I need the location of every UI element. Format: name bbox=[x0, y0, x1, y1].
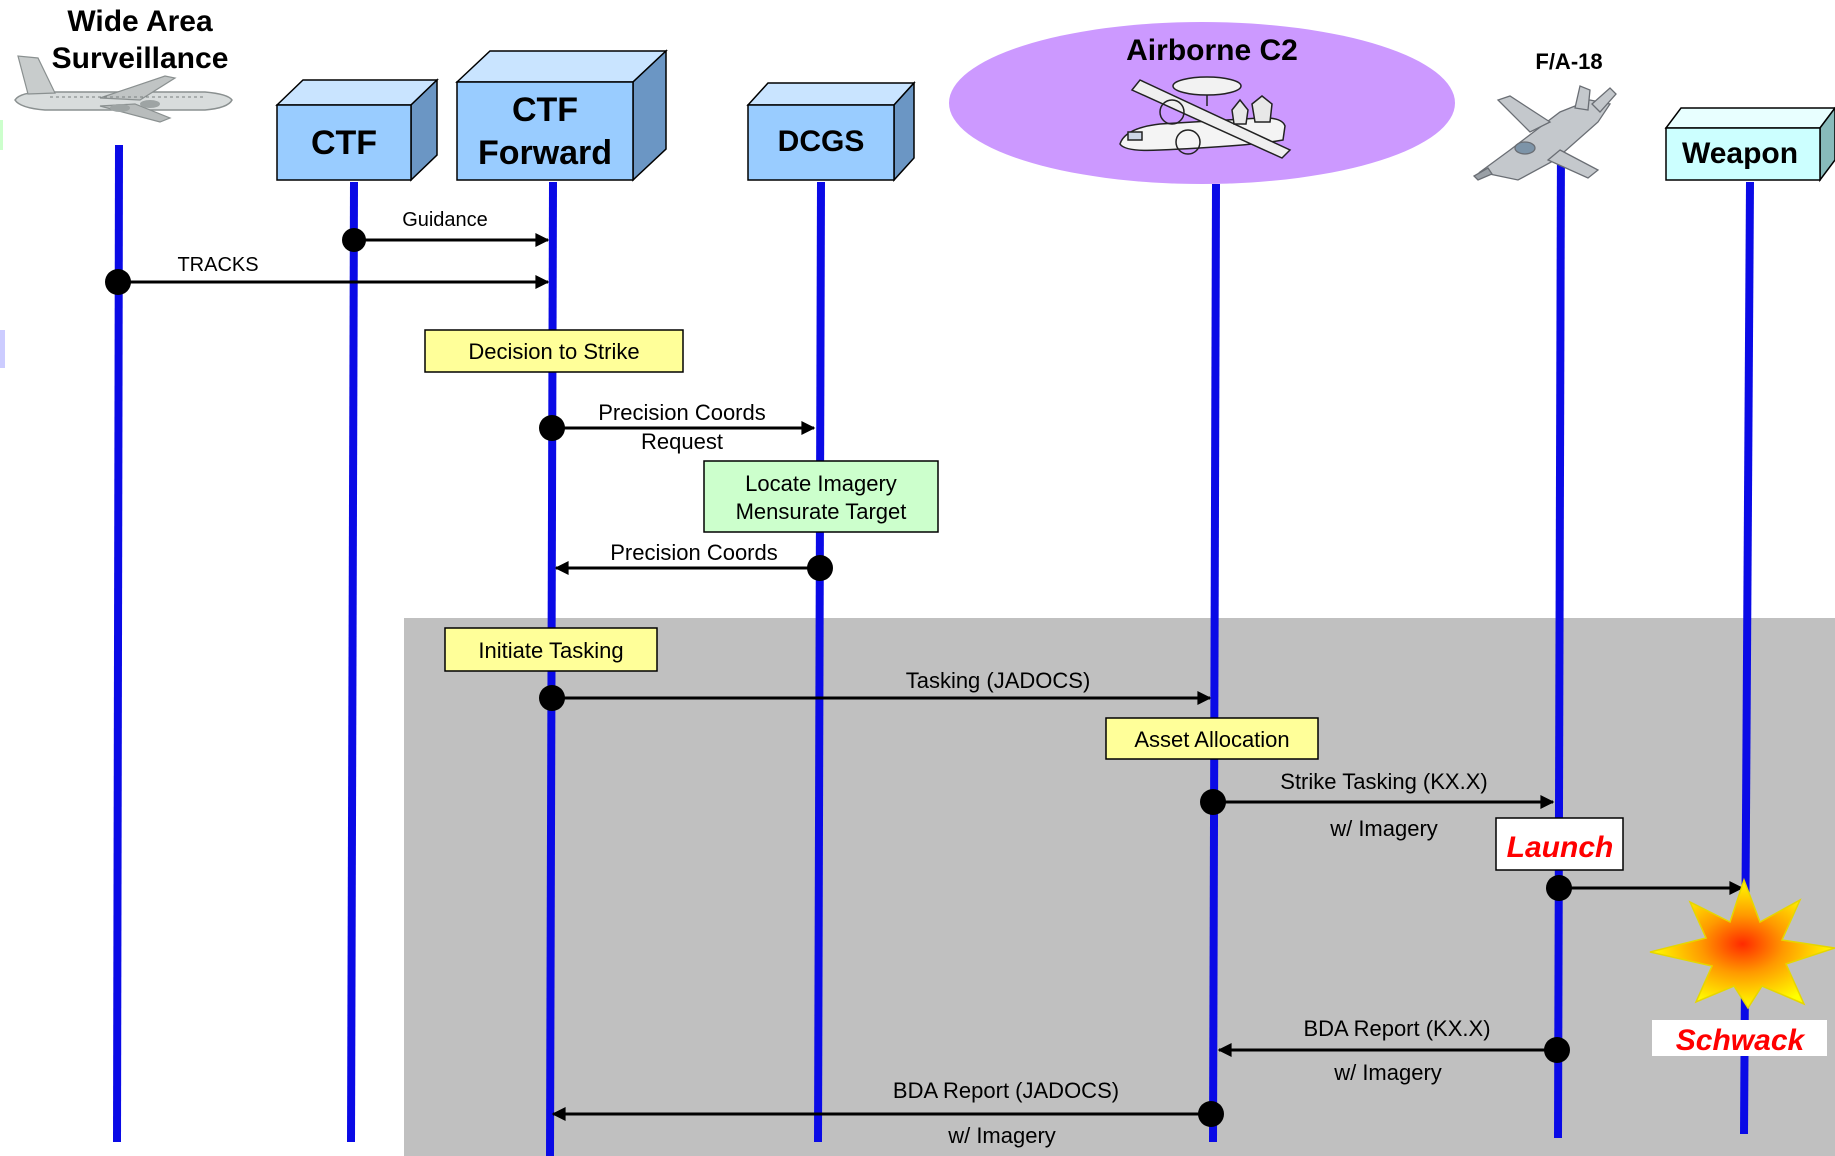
participant-ctf-forward: CTF Forward bbox=[455, 49, 668, 182]
fa18-label: F/A-18 bbox=[1535, 49, 1602, 74]
airborne-c2-label: Airborne C2 bbox=[1126, 34, 1298, 67]
schwack-label: Schwack bbox=[1676, 1024, 1806, 1057]
explosion-icon bbox=[1649, 877, 1835, 1010]
precision-request-label-line1: Precision Coords bbox=[598, 400, 766, 425]
strike-tasking-label: Strike Tasking (KX.X) bbox=[1280, 769, 1487, 794]
weapon-label: Weapon bbox=[1682, 137, 1798, 170]
bda-kx-sublabel: w/ Imagery bbox=[1333, 1060, 1442, 1085]
bda-jadocs-label: BDA Report (JADOCS) bbox=[893, 1078, 1119, 1103]
precision-request-label-line2: Request bbox=[641, 429, 723, 454]
ctf-forward-label-line2: Forward bbox=[478, 134, 612, 172]
event-launch: Launch bbox=[1495, 817, 1624, 871]
lifeline-wide-area bbox=[113, 144, 123, 1143]
launch-label: Launch bbox=[1507, 831, 1614, 864]
awacs-aircraft-icon bbox=[1119, 76, 1292, 159]
guidance-label: Guidance bbox=[402, 209, 488, 231]
message-bda-jadocs: BDA Report (JADOCS) w/ Imagery bbox=[551, 1078, 1224, 1148]
fighter-jet-icon bbox=[1472, 85, 1617, 181]
lifeline-dcgs bbox=[814, 181, 825, 1143]
activity-decision-to-strike: Decision to Strike bbox=[424, 329, 684, 373]
activity-initiate-tasking: Initiate Tasking bbox=[444, 627, 658, 672]
dcgs-label: DCGS bbox=[778, 125, 865, 158]
ctf-label: CTF bbox=[311, 124, 377, 162]
event-schwack: Schwack bbox=[1652, 1020, 1827, 1057]
locate-label-line1: Locate Imagery bbox=[745, 471, 897, 496]
message-tasking-jadocs: Tasking (JADOCS) bbox=[539, 668, 1212, 711]
message-tracks: TRACKS bbox=[105, 254, 550, 295]
wide-area-label-line2: Surveillance bbox=[52, 42, 229, 75]
message-launch-weapon bbox=[1546, 875, 1744, 901]
locate-label-line2: Mensurate Target bbox=[736, 499, 907, 524]
participant-weapon: Weapon bbox=[1664, 106, 1835, 183]
surveillance-aircraft-icon bbox=[14, 55, 233, 123]
activity-asset-allocation: Asset Allocation bbox=[1105, 717, 1319, 760]
message-strike-tasking: Strike Tasking (KX.X) w/ Imagery bbox=[1200, 769, 1555, 841]
initiate-label: Initiate Tasking bbox=[478, 638, 623, 663]
asset-label: Asset Allocation bbox=[1134, 727, 1289, 752]
edge-marker-green bbox=[0, 120, 3, 150]
lifelines bbox=[113, 139, 1754, 1156]
message-bda-kx: BDA Report (KX.X) w/ Imagery bbox=[1217, 1016, 1570, 1085]
participant-dcgs: DCGS bbox=[746, 81, 916, 182]
precision-coords-label: Precision Coords bbox=[610, 540, 778, 565]
lifeline-fa18 bbox=[1554, 139, 1565, 1139]
decision-label: Decision to Strike bbox=[468, 339, 639, 364]
wide-area-label-line1: Wide Area bbox=[67, 5, 213, 38]
lifeline-ctf bbox=[347, 181, 358, 1143]
tracks-label: TRACKS bbox=[177, 254, 258, 276]
tasking-label: Tasking (JADOCS) bbox=[906, 668, 1091, 693]
lifeline-airborne-c2 bbox=[1209, 183, 1220, 1143]
message-precision-coords: Precision Coords bbox=[554, 540, 833, 581]
edge-marker-lavender bbox=[0, 330, 5, 368]
bda-jadocs-sublabel: w/ Imagery bbox=[947, 1123, 1056, 1148]
message-precision-coords-request: Precision Coords Request bbox=[539, 400, 816, 454]
activity-locate-imagery: Locate Imagery Mensurate Target bbox=[703, 460, 939, 533]
message-guidance: Guidance bbox=[342, 209, 550, 252]
airborne-c2-ellipse bbox=[949, 22, 1455, 184]
strike-tasking-sublabel: w/ Imagery bbox=[1329, 816, 1438, 841]
ctf-forward-label-line1: CTF bbox=[512, 91, 578, 129]
participant-ctf: CTF bbox=[275, 78, 439, 182]
bda-kx-label: BDA Report (KX.X) bbox=[1303, 1016, 1490, 1041]
